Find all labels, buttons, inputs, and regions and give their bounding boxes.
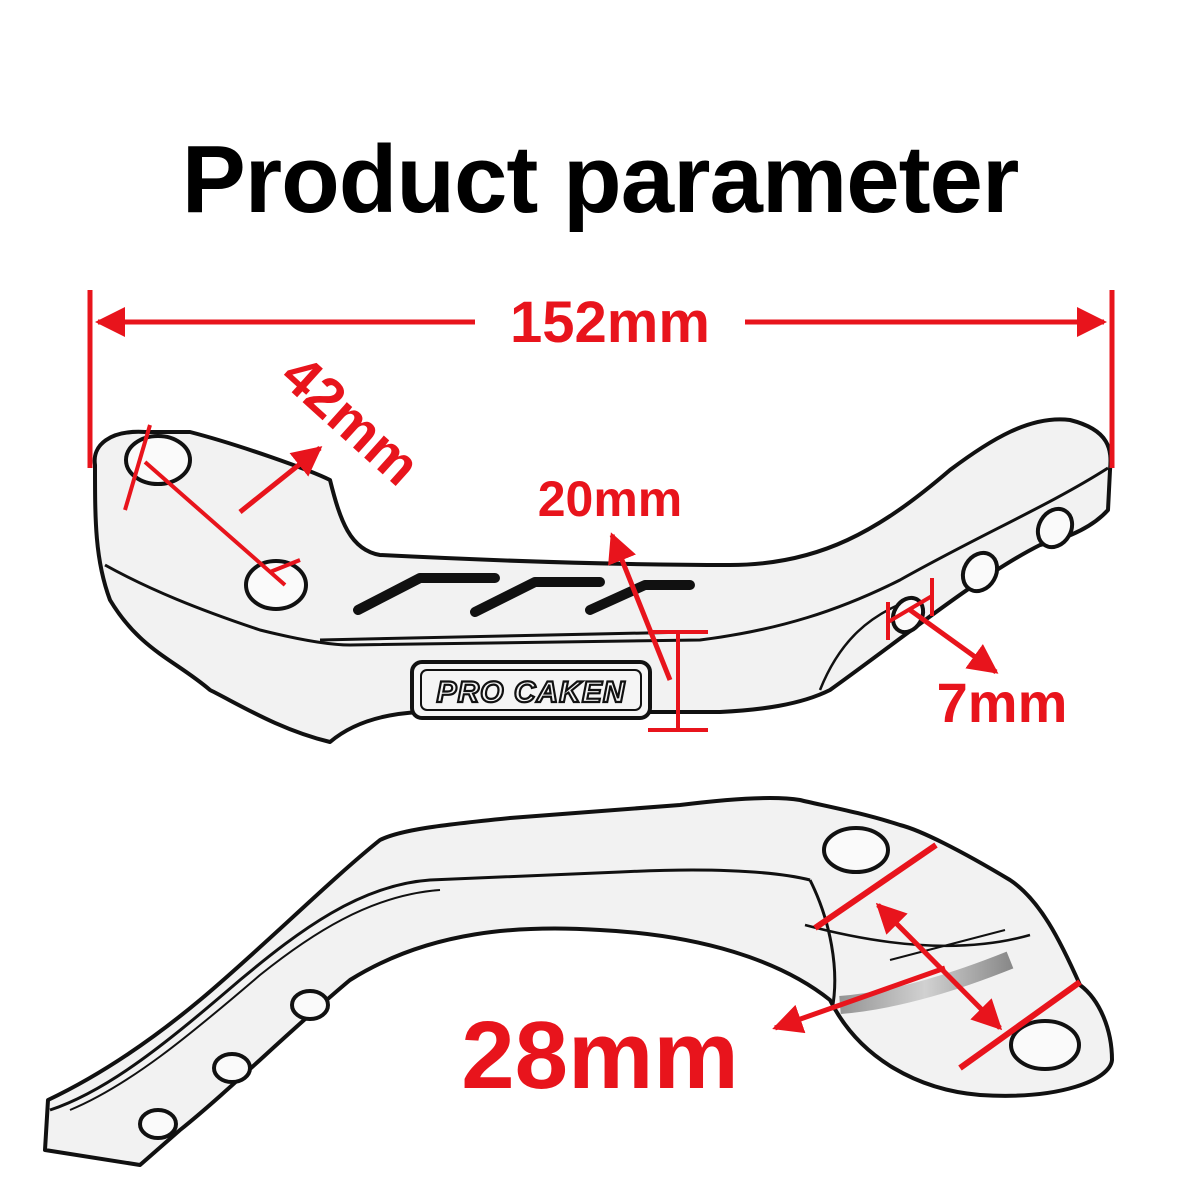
hole-spacing-tick-2 xyxy=(269,558,301,574)
clamp-hole-1 xyxy=(822,826,890,874)
adjust-hole-4 xyxy=(290,989,330,1021)
clamp-hole-2 xyxy=(1009,1019,1081,1071)
brand-logo: PRO CAKEN xyxy=(410,660,652,720)
page-title: Product parameter xyxy=(181,126,1020,233)
clamp-width-arrow xyxy=(875,902,1003,1031)
slot-3 xyxy=(585,580,695,615)
slot-1 xyxy=(353,573,500,615)
adjust-hole-5 xyxy=(212,1052,252,1084)
mount-hole-2 xyxy=(244,559,308,611)
height-label: 20mm xyxy=(538,471,683,527)
hole-diameter-arrow xyxy=(908,607,999,675)
hole-spacing-line xyxy=(143,460,287,587)
hole-diameter-line xyxy=(886,594,934,624)
clamp-line-2 xyxy=(958,979,1082,1071)
overall-length-label: 152mm xyxy=(510,290,710,355)
hole-spacing-tick-1 xyxy=(123,424,152,511)
dimension-lines xyxy=(87,290,1115,1071)
clamp-width-label: 28mm xyxy=(461,1002,739,1109)
adjust-hole-1 xyxy=(1035,506,1075,550)
adjust-hole-6 xyxy=(138,1108,178,1140)
clamp-line-1 xyxy=(813,842,938,931)
brand-logo-text: PRO CAKEN xyxy=(436,676,625,709)
slot-2 xyxy=(470,577,605,617)
clamp-label-arrow xyxy=(772,965,946,1034)
height-arrow xyxy=(608,532,673,681)
adjust-hole-2 xyxy=(960,550,1000,594)
hole-spacing-arrow xyxy=(238,446,323,514)
hole-diameter-label: 7mm xyxy=(937,671,1068,734)
